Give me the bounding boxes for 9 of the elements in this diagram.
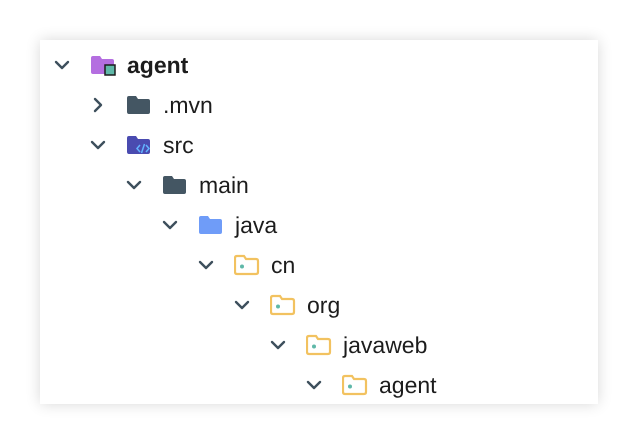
folder-name: agent: [379, 372, 437, 398]
folder-name: agent: [127, 52, 188, 78]
folder-name: javaweb: [343, 332, 428, 358]
folder-name: .mvn: [163, 92, 213, 118]
folder-name: src: [163, 132, 194, 158]
folder-name: main: [199, 172, 249, 198]
folder-name: cn: [271, 252, 296, 278]
folder-name: java: [235, 212, 278, 238]
folder-name: org: [307, 292, 340, 318]
